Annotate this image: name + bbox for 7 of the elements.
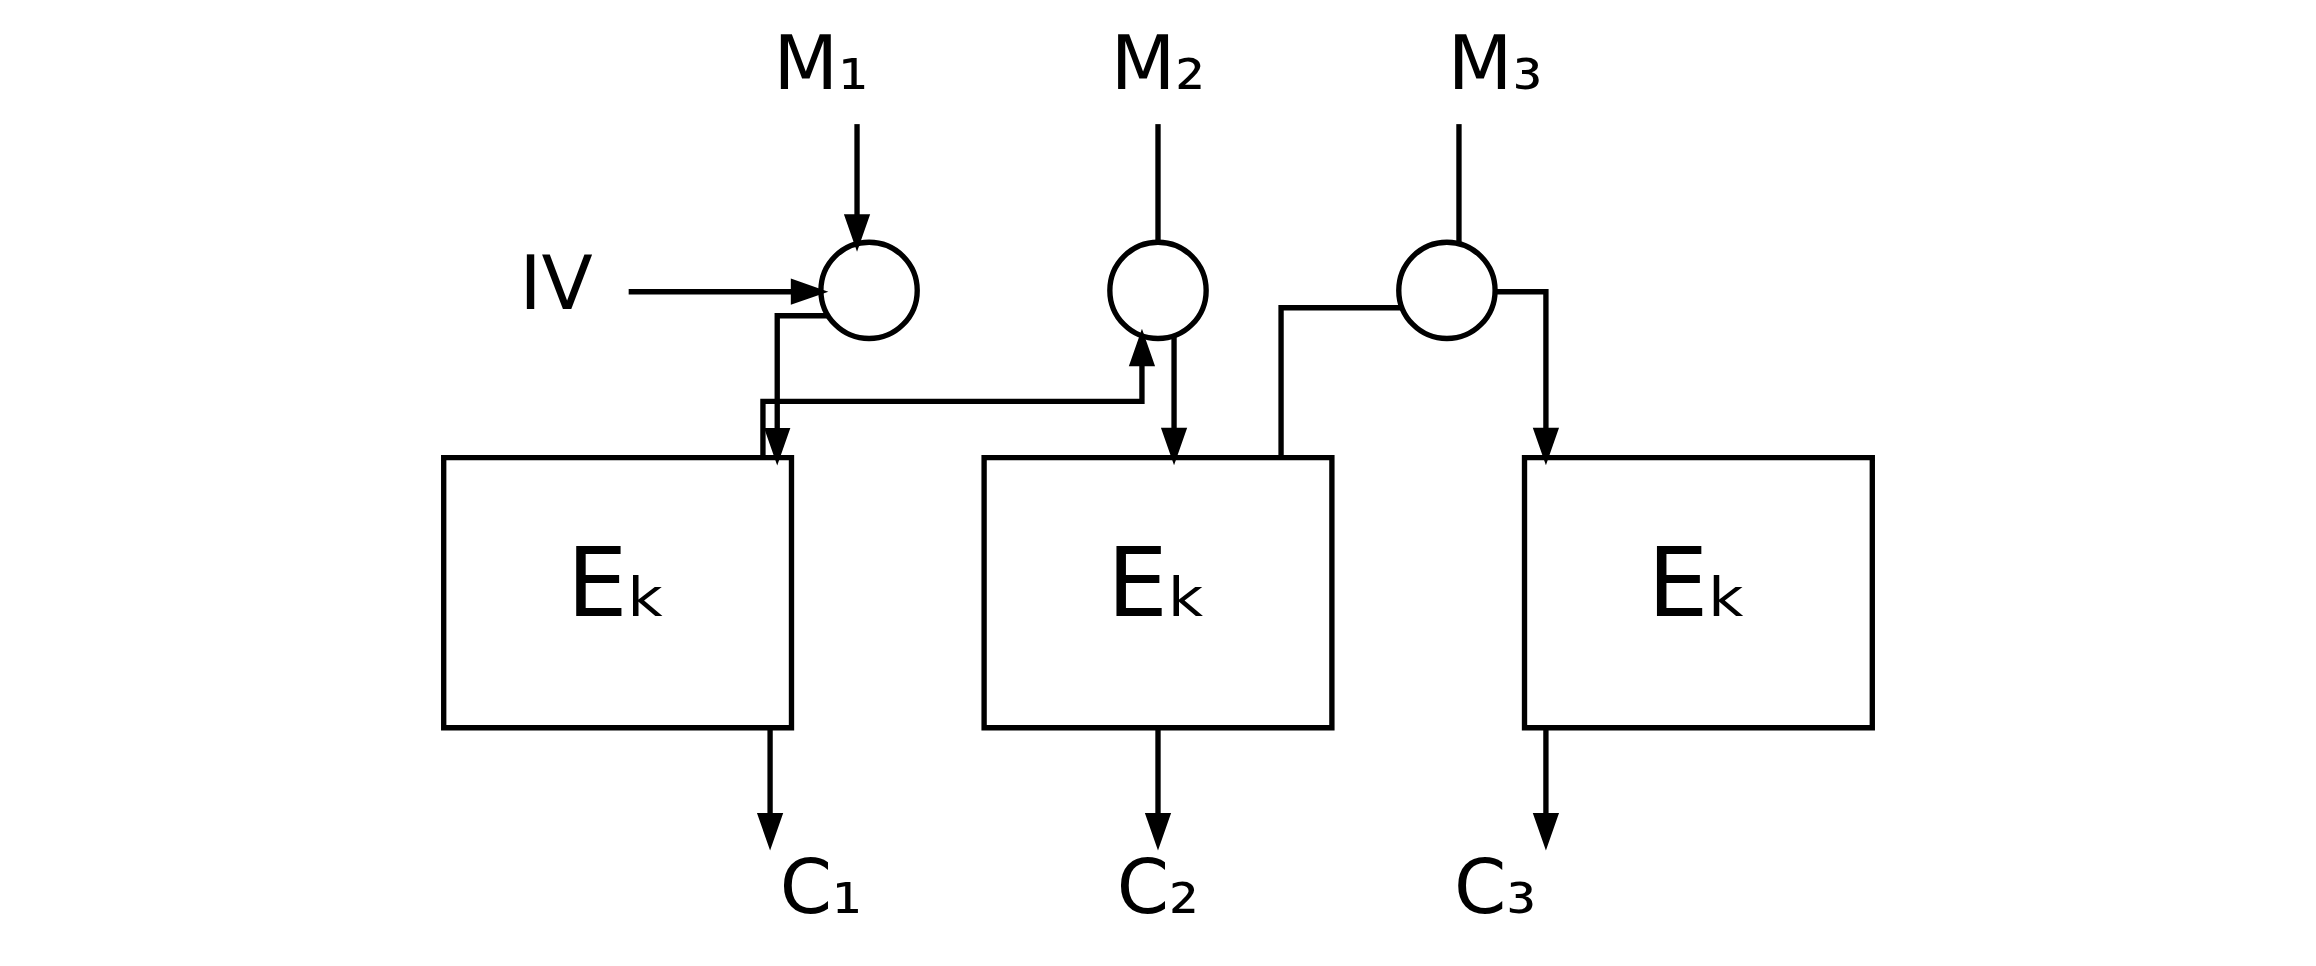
node-text: IV <box>519 238 593 327</box>
node-text: C₂ <box>1116 843 1200 932</box>
node-text: C₁ <box>779 843 863 932</box>
node-text: M₁ <box>773 19 869 108</box>
node-text: M₂ <box>1110 19 1206 108</box>
node-text: M₃ <box>1447 19 1543 108</box>
node-text: C₃ <box>1453 843 1537 932</box>
